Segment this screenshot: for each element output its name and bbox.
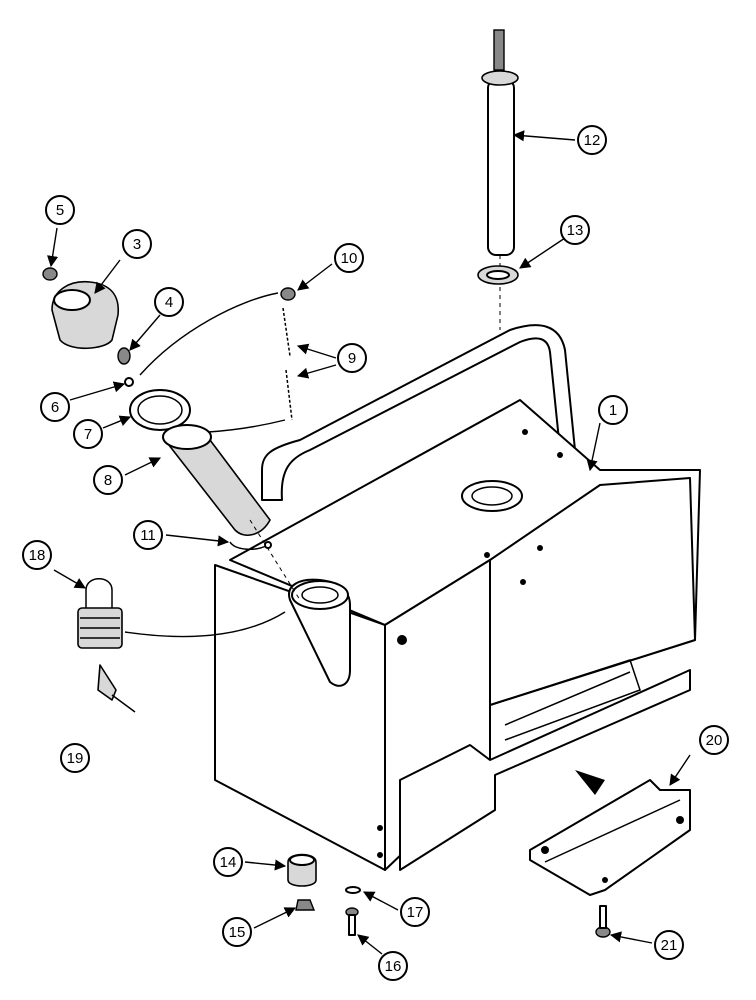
callout-17: 17 — [400, 897, 430, 927]
leader-lines — [47, 130, 691, 955]
svg-text:9: 9 — [348, 350, 356, 367]
retaining-ring — [229, 541, 272, 550]
callout-13: 13 — [560, 215, 590, 245]
svg-text:3: 3 — [133, 236, 141, 253]
svg-text:6: 6 — [51, 399, 59, 416]
mounting-bolt — [345, 907, 359, 936]
cap-chain — [139, 292, 293, 433]
callout-20: 20 — [699, 725, 729, 755]
svg-text:16: 16 — [385, 958, 402, 975]
callout-14: 14 — [213, 847, 243, 877]
callout-4: 4 — [154, 287, 184, 317]
callout-12: 12 — [577, 125, 607, 155]
svg-text:14: 14 — [220, 854, 237, 871]
callout-19: 19 — [60, 743, 90, 773]
svg-text:5: 5 — [56, 202, 64, 219]
fuel-sender — [481, 29, 519, 330]
sender-gasket — [477, 265, 519, 285]
svg-text:12: 12 — [584, 132, 601, 149]
svg-text:11: 11 — [140, 527, 156, 544]
callout-11: 11 — [133, 520, 163, 550]
callout-10: 10 — [334, 243, 364, 273]
fuel-tank — [214, 324, 701, 871]
svg-text:18: 18 — [29, 547, 46, 564]
padlock-key — [97, 664, 136, 713]
svg-text:19: 19 — [67, 750, 84, 767]
drain-plug — [287, 853, 317, 887]
callout-5: 5 — [45, 195, 75, 225]
seal-ring — [129, 389, 191, 431]
callout-15: 15 — [222, 917, 252, 947]
callout-3: 3 — [122, 229, 152, 259]
callout-8: 8 — [93, 465, 123, 495]
cover-plate — [529, 770, 691, 896]
callout-7: 7 — [73, 419, 103, 449]
svg-text:7: 7 — [84, 426, 92, 443]
callout-21: 21 — [654, 930, 684, 960]
chain-clip — [280, 287, 296, 301]
callout-1: 1 — [598, 395, 628, 425]
filler-cap — [51, 281, 119, 350]
svg-text:17: 17 — [407, 904, 424, 921]
vent-fitting — [117, 347, 131, 365]
svg-text:4: 4 — [165, 294, 173, 311]
svg-text:13: 13 — [567, 222, 584, 239]
svg-text:20: 20 — [706, 732, 723, 749]
callout-6: 6 — [40, 392, 70, 422]
svg-text:1: 1 — [609, 402, 617, 419]
callout-16: 16 — [378, 951, 408, 981]
mounting-washer — [345, 886, 361, 894]
cap-washer — [124, 377, 134, 387]
cap-screw — [42, 267, 58, 281]
cover-bolt — [595, 905, 611, 938]
svg-text:21: 21 — [661, 937, 678, 954]
drain-washer — [295, 899, 316, 911]
filler-strainer — [162, 424, 271, 536]
callout-18: 18 — [22, 540, 52, 570]
svg-text:15: 15 — [229, 924, 246, 941]
svg-text:8: 8 — [104, 472, 112, 489]
callout-9: 9 — [337, 343, 367, 373]
padlock — [77, 578, 286, 649]
svg-text:10: 10 — [341, 250, 358, 267]
